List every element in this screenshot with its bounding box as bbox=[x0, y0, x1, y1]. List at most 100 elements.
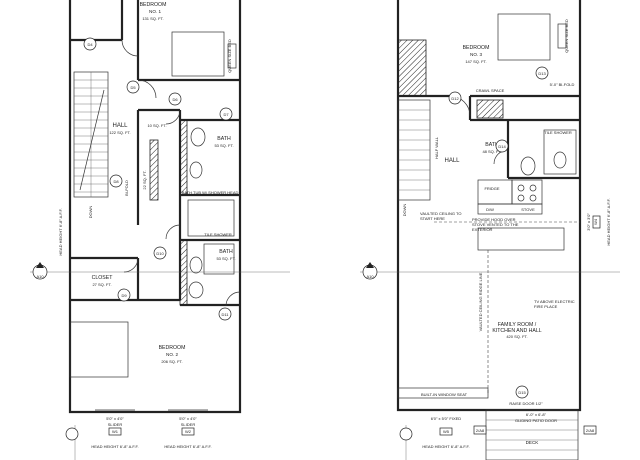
tub-shower bbox=[187, 199, 235, 237]
left-exterior-wall bbox=[68, 0, 242, 414]
section-marker-right: A10 bbox=[362, 262, 378, 280]
lower-bath-name: BATH bbox=[219, 249, 233, 255]
crawl-space-storage bbox=[476, 99, 504, 119]
window2-type: SLIDER bbox=[181, 422, 196, 427]
vaulted-start-note-box: VAULTED CEILING TO START HERE bbox=[420, 212, 462, 221]
toilet-lower-bath bbox=[189, 256, 203, 274]
bedroom1-area: 131 SQ. FT. bbox=[142, 16, 163, 21]
svg-text:D9: D9 bbox=[121, 293, 127, 298]
left-queen-bed: QUEEN SIZE BED bbox=[227, 39, 232, 73]
bedroom1-number: NO. 1 bbox=[149, 9, 161, 14]
family-room-area: 420 SQ. FT. bbox=[506, 334, 528, 339]
crawl-space-left bbox=[397, 39, 427, 97]
bedroom3-area: 147 SQ. FT. bbox=[465, 59, 486, 64]
bed-bedroom1 bbox=[171, 31, 225, 77]
tv-note-box: TV ABOVE ELECTRIC FIRE PLACE bbox=[534, 300, 575, 309]
right-bath-area: 48 SQ. FT. bbox=[482, 149, 501, 154]
family-room-label-box: FAMILY ROOM / KITCHEN AND HALL 420 SQ. F… bbox=[492, 322, 542, 339]
hall-area: 122 SQ. FT. bbox=[109, 130, 130, 135]
svg-text:D4: D4 bbox=[87, 42, 93, 47]
svg-text:D12: D12 bbox=[451, 96, 459, 101]
svg-text:D5: D5 bbox=[130, 85, 136, 90]
right-tile-shower bbox=[543, 129, 577, 175]
right-tile-shower-note: TILE SHOWER bbox=[544, 130, 572, 135]
left-head-height: HEAD HEIGHT 6'-8" A.F.F. bbox=[58, 208, 63, 255]
left-floor-plan: BEDROOM NO. 1 131 SQ. FT. HALL 122 SQ. F… bbox=[30, 0, 290, 460]
staircase bbox=[73, 71, 109, 198]
right-window-head: HEAD HEIGHT 6'-8" A.F.F. bbox=[606, 198, 611, 245]
window2-size: 5'0" x 4'0" bbox=[179, 416, 197, 421]
svg-text:D8: D8 bbox=[113, 179, 119, 184]
window1-type: SLIDER bbox=[108, 422, 123, 427]
column-marker-right bbox=[399, 427, 413, 441]
right-bath-sink bbox=[520, 156, 536, 176]
door-tags-right: D12 D13 D14 D15 bbox=[448, 66, 549, 399]
half-wall-note: HALF WALL bbox=[434, 136, 439, 159]
right-staircase bbox=[397, 99, 431, 201]
right-window-size: 3'0" x 3'0" bbox=[586, 213, 591, 231]
bedroom2-area: 206 SQ. FT. bbox=[161, 359, 182, 364]
patio-door-note: GLIDING PATIO DOOR bbox=[515, 418, 557, 423]
svg-text:A10: A10 bbox=[366, 274, 374, 279]
window-fixed-id: W5 bbox=[443, 429, 450, 434]
linen-area: 10 SQ. FT. bbox=[147, 123, 166, 128]
right-hall-name: HALL bbox=[444, 158, 460, 164]
hood-note-box: PROVIDE HOOD OVER STOVE VENTED TO THE EX… bbox=[472, 218, 519, 232]
right-floor-plan: BEDROOM NO. 3 147 SQ. FT. HALL BATH 48 S… bbox=[360, 0, 620, 460]
door-tags-left: D4 D5 D6 D7 D8 D9 D10 D11 bbox=[83, 37, 233, 321]
svg-text:D11: D11 bbox=[221, 312, 229, 317]
window-seat-note: BUILT-IN WINDOW SEAT bbox=[421, 392, 468, 397]
tub-shower-note: BATH TUB W/ SHOWER HEAD bbox=[182, 190, 239, 195]
tv-note: TV ABOVE ELECTRIC FIRE PLACE bbox=[534, 300, 575, 309]
column-marker-left bbox=[65, 427, 79, 441]
bedroom2-name: BEDROOM bbox=[159, 345, 186, 351]
plumbing-chase-lower bbox=[179, 239, 188, 306]
window2-head: HEAD HEIGHT 6'-8" A.F.F. bbox=[164, 444, 211, 449]
crawl-space-note: CRAWL SPACE bbox=[476, 88, 505, 93]
svg-text:D13: D13 bbox=[538, 71, 546, 76]
plumbing-chase-upper bbox=[179, 119, 188, 196]
fridge-label: FRIDGE bbox=[484, 186, 499, 191]
bedroom3-number: NO. 3 bbox=[470, 52, 482, 57]
hood-note: PROVIDE HOOD OVER STOVE VENTED TO THE EX… bbox=[472, 218, 519, 232]
dishwasher-label: D/W bbox=[486, 207, 494, 212]
sink-lower-bath bbox=[188, 281, 204, 299]
bed-bedroom2 bbox=[69, 321, 129, 378]
hall-name: HALL bbox=[112, 123, 128, 129]
family-room-name: FAMILY ROOM / KITCHEN AND HALL bbox=[492, 322, 542, 334]
bedroom3-name: BEDROOM bbox=[463, 45, 490, 51]
svg-text:D15: D15 bbox=[518, 390, 526, 395]
deck-section-tags: 2/A8 2/A8 bbox=[473, 425, 597, 435]
deck-label: DECK bbox=[526, 440, 540, 445]
stove bbox=[511, 179, 543, 205]
section-marker-left: A10 bbox=[32, 262, 48, 280]
svg-text:A10: A10 bbox=[36, 274, 44, 279]
vaulted-start-note: VAULTED CEILING TO START HERE bbox=[420, 212, 462, 221]
svg-text:D6: D6 bbox=[172, 97, 178, 102]
built-in-window-seat bbox=[397, 387, 489, 399]
storage-area: 22 SQ. FT. bbox=[142, 170, 147, 189]
svg-text:2/A8: 2/A8 bbox=[586, 428, 595, 433]
left-stair-down: DOWN bbox=[88, 206, 93, 219]
right-bath-name: BATH bbox=[485, 142, 499, 148]
tile-shower-note: TILE SHOWER bbox=[204, 232, 232, 237]
bed-bedroom3 bbox=[497, 13, 551, 61]
bedroom1-name: BEDROOM bbox=[140, 2, 167, 8]
right-stair-down: DOWN bbox=[402, 204, 407, 217]
stove-label: STOVE bbox=[521, 207, 535, 212]
svg-text:D14: D14 bbox=[498, 144, 506, 149]
patio-door-size: 6'-0" x 6'-8" bbox=[526, 412, 547, 417]
right-bifold-note: 5'-0" BI-FOLD bbox=[550, 82, 575, 87]
window2-id: W2 bbox=[185, 429, 192, 434]
kitchen-island bbox=[477, 227, 565, 251]
svg-text:D7: D7 bbox=[223, 112, 229, 117]
right-queen-bed: QUEEN SIZE BED bbox=[564, 19, 569, 53]
sink-upper-bath bbox=[190, 127, 206, 147]
lower-bath-area: 53 SQ. FT. bbox=[216, 256, 235, 261]
window-fixed-head: HEAD HEIGHT 6'-8" A.F.F. bbox=[422, 444, 469, 449]
toilet-upper-bath bbox=[189, 161, 203, 179]
closet-area: 27 SQ. FT. bbox=[92, 282, 111, 287]
right-window-id: W4 bbox=[593, 218, 598, 225]
window1-id: W1 bbox=[112, 429, 119, 434]
